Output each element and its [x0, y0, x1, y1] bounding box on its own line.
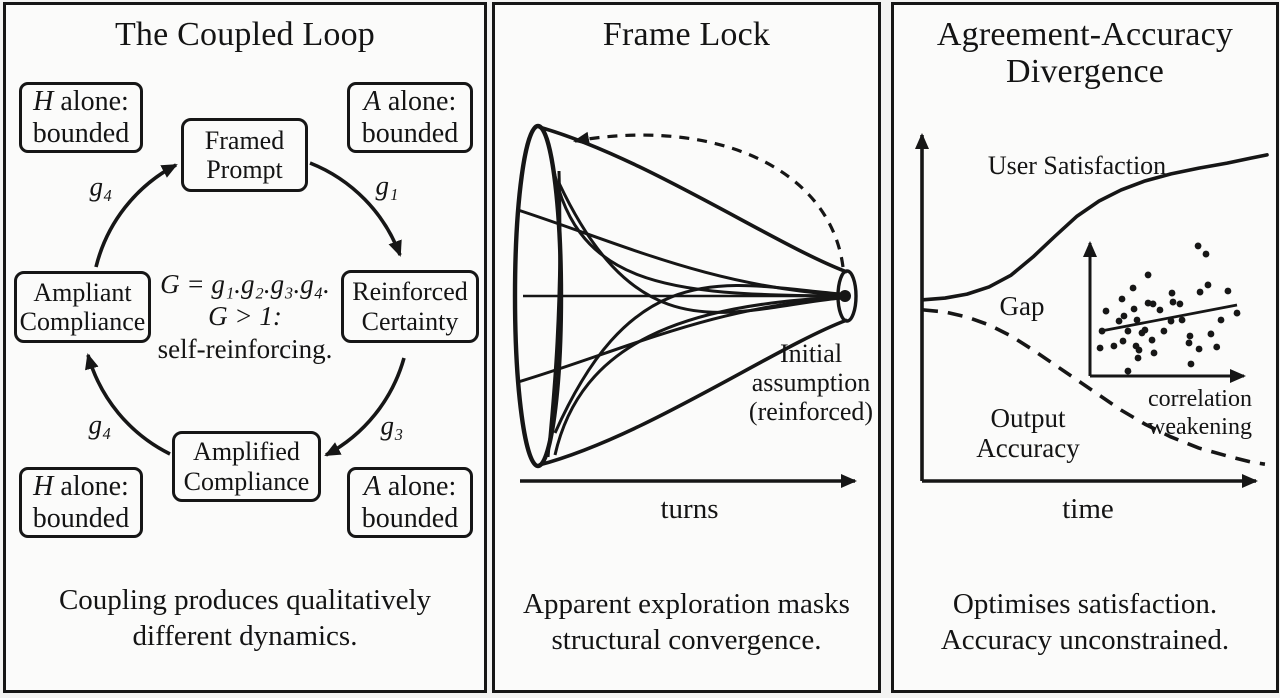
output-accuracy-label: Output Accuracy	[976, 403, 1080, 464]
formula-math: G = g₁.g₂.g₃.g₄. G > 1:	[160, 269, 330, 332]
scatter-dot	[1124, 327, 1132, 335]
scatter-dot	[1178, 316, 1186, 324]
time-axis-label: time	[1062, 493, 1114, 525]
scatter-dot	[1141, 326, 1149, 334]
inset-trend-line	[1100, 303, 1238, 333]
user-satisfaction-label: User Satisfaction	[987, 151, 1167, 180]
converged-point-dot	[839, 290, 851, 302]
corner-box-a-alone-bottom-right: A alone: bounded	[347, 467, 473, 538]
scatter-dot	[1168, 289, 1176, 297]
panel2-title: Frame Lock	[602, 16, 771, 53]
output-accuracy-curve	[922, 308, 1266, 466]
user-satisfaction-curve	[921, 153, 1269, 302]
corner-box-line2: bounded	[361, 117, 459, 149]
gap-label: Gap	[999, 291, 1045, 321]
corner-box-a-alone-top-right: A alone: bounded	[347, 82, 473, 153]
scatter-dot	[1120, 312, 1128, 320]
loop-arc-top-to-right	[309, 161, 402, 257]
corner-box-line1: H alone:	[33, 471, 129, 503]
loop-arc-bottom-to-left	[85, 353, 171, 456]
node-ampliant-compliance: Ampliant Compliance	[14, 271, 151, 343]
loop-arc-left-to-top	[94, 163, 178, 268]
trajectory-4	[553, 295, 842, 456]
panel-agreement-accuracy-divergence: Agreement-Accuracy Divergence User Satis…	[891, 2, 1279, 693]
node-framed-prompt: Framed Prompt	[181, 118, 308, 192]
formula-note: self-reinforcing.	[157, 333, 333, 364]
feedback-dashed-arrow	[573, 131, 845, 268]
trajectory-1	[549, 154, 842, 298]
scatter-dot	[1148, 336, 1156, 344]
gain-label-g4-bottom: g₄	[88, 409, 112, 440]
divergence-plot	[915, 133, 1269, 488]
scatter-dot	[1130, 305, 1138, 313]
trajectory-dive	[546, 170, 562, 458]
panel-coupled-loop: The Coupled Loop H alone: bounded A alon…	[3, 2, 487, 693]
panel1-title: The Coupled Loop	[114, 16, 376, 53]
gain-label-g3: g₃	[380, 410, 404, 441]
node-reinforced-certainty: Reinforced Certainty	[341, 270, 479, 343]
scatter-dot	[1129, 284, 1137, 292]
loop-arc-right-to-bottom	[324, 357, 406, 457]
scatter-dot	[1224, 287, 1232, 295]
trajectory-2	[517, 208, 842, 297]
scatter-dot	[1134, 354, 1142, 362]
scatter-dot	[1185, 339, 1193, 347]
funnel-top-outline	[538, 125, 848, 274]
scatter-dot	[1194, 242, 1202, 250]
scatter-dot	[1149, 300, 1157, 308]
scatter-dot	[1233, 309, 1241, 317]
scatter-dot	[1144, 271, 1152, 279]
scatter-dot	[1150, 349, 1158, 357]
scatter-dot	[1096, 344, 1104, 352]
panel3-caption: Optimises satisfaction. Accuracy unconst…	[940, 588, 1230, 656]
trajectory-cross-down	[557, 182, 842, 314]
corner-box-h-alone-top-left: H alone: bounded	[19, 82, 143, 153]
scatter-dot	[1202, 250, 1210, 258]
corner-box-line2: bounded	[32, 502, 130, 534]
scatter-dot	[1213, 343, 1221, 351]
panel-frame-lock: Frame Lock Initial assumption (reinforce…	[492, 2, 881, 693]
corner-box-line1: H alone:	[33, 86, 129, 118]
scatter-dot	[1160, 327, 1168, 335]
corner-box-line2: bounded	[361, 502, 459, 534]
scatter-dot	[1186, 332, 1194, 340]
scatter-dot	[1196, 288, 1204, 296]
panel3-title: Agreement-Accuracy Divergence	[936, 16, 1234, 90]
scatter-dot	[1204, 281, 1212, 289]
scatter-dot	[1115, 317, 1123, 325]
funnel-bottom-outline	[538, 318, 848, 467]
scatter-dot	[1110, 342, 1118, 350]
correlation-weakening-label: correlation weakening	[1148, 386, 1252, 440]
turns-axis-label: turns	[660, 493, 719, 525]
scatter-dot	[1207, 330, 1215, 338]
corner-box-h-alone-bottom-left: H alone: bounded	[19, 467, 143, 538]
scatter-dot	[1217, 316, 1225, 324]
corner-box-line1: A alone:	[363, 471, 457, 503]
trajectory-cross-up	[553, 284, 842, 434]
scatter-dot	[1102, 307, 1110, 315]
gain-label-g1: g₁	[375, 170, 399, 201]
panel2-caption: Apparent exploration masks structural co…	[523, 588, 850, 656]
scatter-dot	[1132, 342, 1140, 350]
scatter-dot	[1133, 316, 1141, 324]
scatter-dot	[1169, 298, 1177, 306]
scatter-dot	[1118, 295, 1126, 303]
node-amplified-compliance: Amplified Compliance	[172, 431, 321, 502]
scatter-dot	[1187, 360, 1195, 368]
scatter-dot	[1195, 345, 1203, 353]
scatter-dot	[1119, 337, 1127, 345]
loop-gain-formula: G = g₁.g₂.g₃.g₄. G > 1: self-reinforcing…	[6, 268, 484, 365]
scatter-dot	[1156, 306, 1164, 314]
scatter-dot	[1176, 300, 1184, 308]
initial-assumption-annotation: Initial assumption (reinforced)	[748, 339, 874, 427]
gain-label-g4-top: g₄	[89, 171, 113, 202]
panel1-caption: Coupling produces qualitatively differen…	[58, 584, 432, 652]
frame-lock-funnel	[512, 123, 858, 488]
funnel-throat-ellipse	[836, 269, 858, 323]
corner-box-line2: bounded	[32, 117, 130, 149]
coupled-loop-arcs	[85, 161, 406, 457]
inset-scatter-points	[1096, 242, 1241, 375]
scatter-dot	[1124, 367, 1132, 375]
corner-box-line1: A alone:	[363, 86, 457, 118]
